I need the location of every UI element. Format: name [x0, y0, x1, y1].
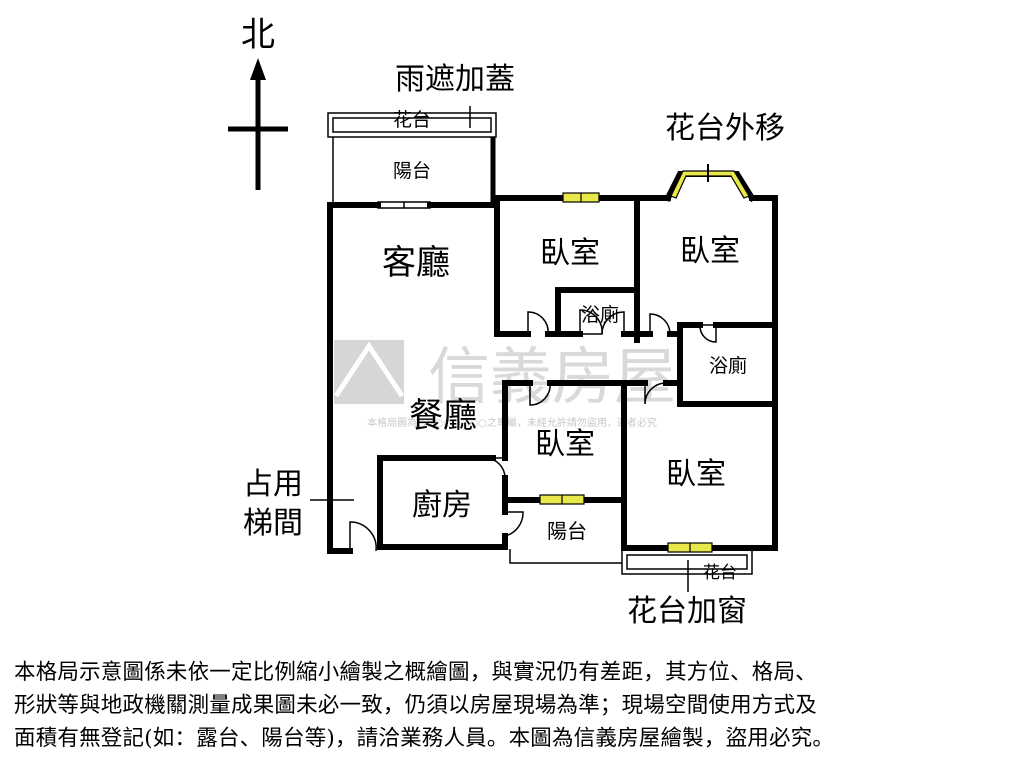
top-balcony-outline — [327, 106, 497, 205]
annotation-rain-shelter: 雨遮加蓋 — [395, 62, 515, 97]
label-bedroom-1: 臥室 — [540, 236, 600, 271]
floor-plan: 北 信義房屋 本格局圖為○○○○○○○○之專屬，未經允許請勿盜用，違者必究 — [228, 15, 785, 629]
label-planter-bottom: 花台 — [703, 563, 737, 583]
disclaimer-text: 本格局示意圖係未依一定比例縮小繪製之概繪圖，與實況仍有差距，其方位、格局、 形狀… — [14, 656, 1010, 755]
label-bedroom-3: 臥室 — [535, 427, 595, 462]
watermark: 信義房屋 本格局圖為○○○○○○○○之專屬，未經允許請勿盜用，違者必究 — [333, 340, 676, 429]
label-kitchen: 廚房 — [412, 488, 472, 523]
bottom-planter-outline — [509, 549, 753, 592]
label-bath-1: 浴廁 — [581, 303, 619, 326]
disclaimer-line-3: 面積有無登記(如：露台、陽台等)，請洽業務人員。本圖為信義房屋繪製，盜用必究。 — [14, 726, 835, 751]
label-bedroom-2: 臥室 — [680, 234, 740, 269]
north-label: 北 — [241, 15, 275, 55]
label-bath-2: 浴廁 — [709, 354, 747, 377]
disclaimer-line-1: 本格局示意圖係未依一定比例縮小繪製之概繪圖，與實況仍有差距，其方位、格局、 — [14, 660, 817, 685]
annotation-planter-window: 花台加窗 — [627, 594, 747, 629]
annotation-planter-moved: 花台外移 — [665, 111, 785, 146]
annotation-stair-occupied-2: 梯間 — [243, 506, 303, 541]
label-living-room: 客廳 — [382, 243, 450, 283]
living-sliding-door — [377, 201, 431, 209]
doors — [349, 309, 717, 552]
north-arrow — [228, 58, 288, 190]
label-planter-top: 花台 — [393, 109, 431, 131]
label-bedroom-4: 臥室 — [666, 457, 726, 492]
annotation-stair-occupied-1: 占用 — [243, 467, 303, 502]
watermark-brand: 信義房屋 — [428, 340, 676, 413]
label-balcony-top: 陽台 — [393, 160, 431, 182]
windows — [539, 164, 750, 553]
walls — [327, 171, 778, 554]
disclaimer-line-2: 形狀等與地政機關測量成果圖未必一致，仍須以房屋現場為準；現場空間使用方式及 — [14, 693, 817, 718]
label-balcony-bottom: 陽台 — [547, 519, 587, 543]
label-dining-room: 餐廳 — [409, 396, 477, 436]
watermark-notice: 本格局圖為○○○○○○○○之專屬，未經允許請勿盜用，違者必究 — [367, 416, 657, 429]
